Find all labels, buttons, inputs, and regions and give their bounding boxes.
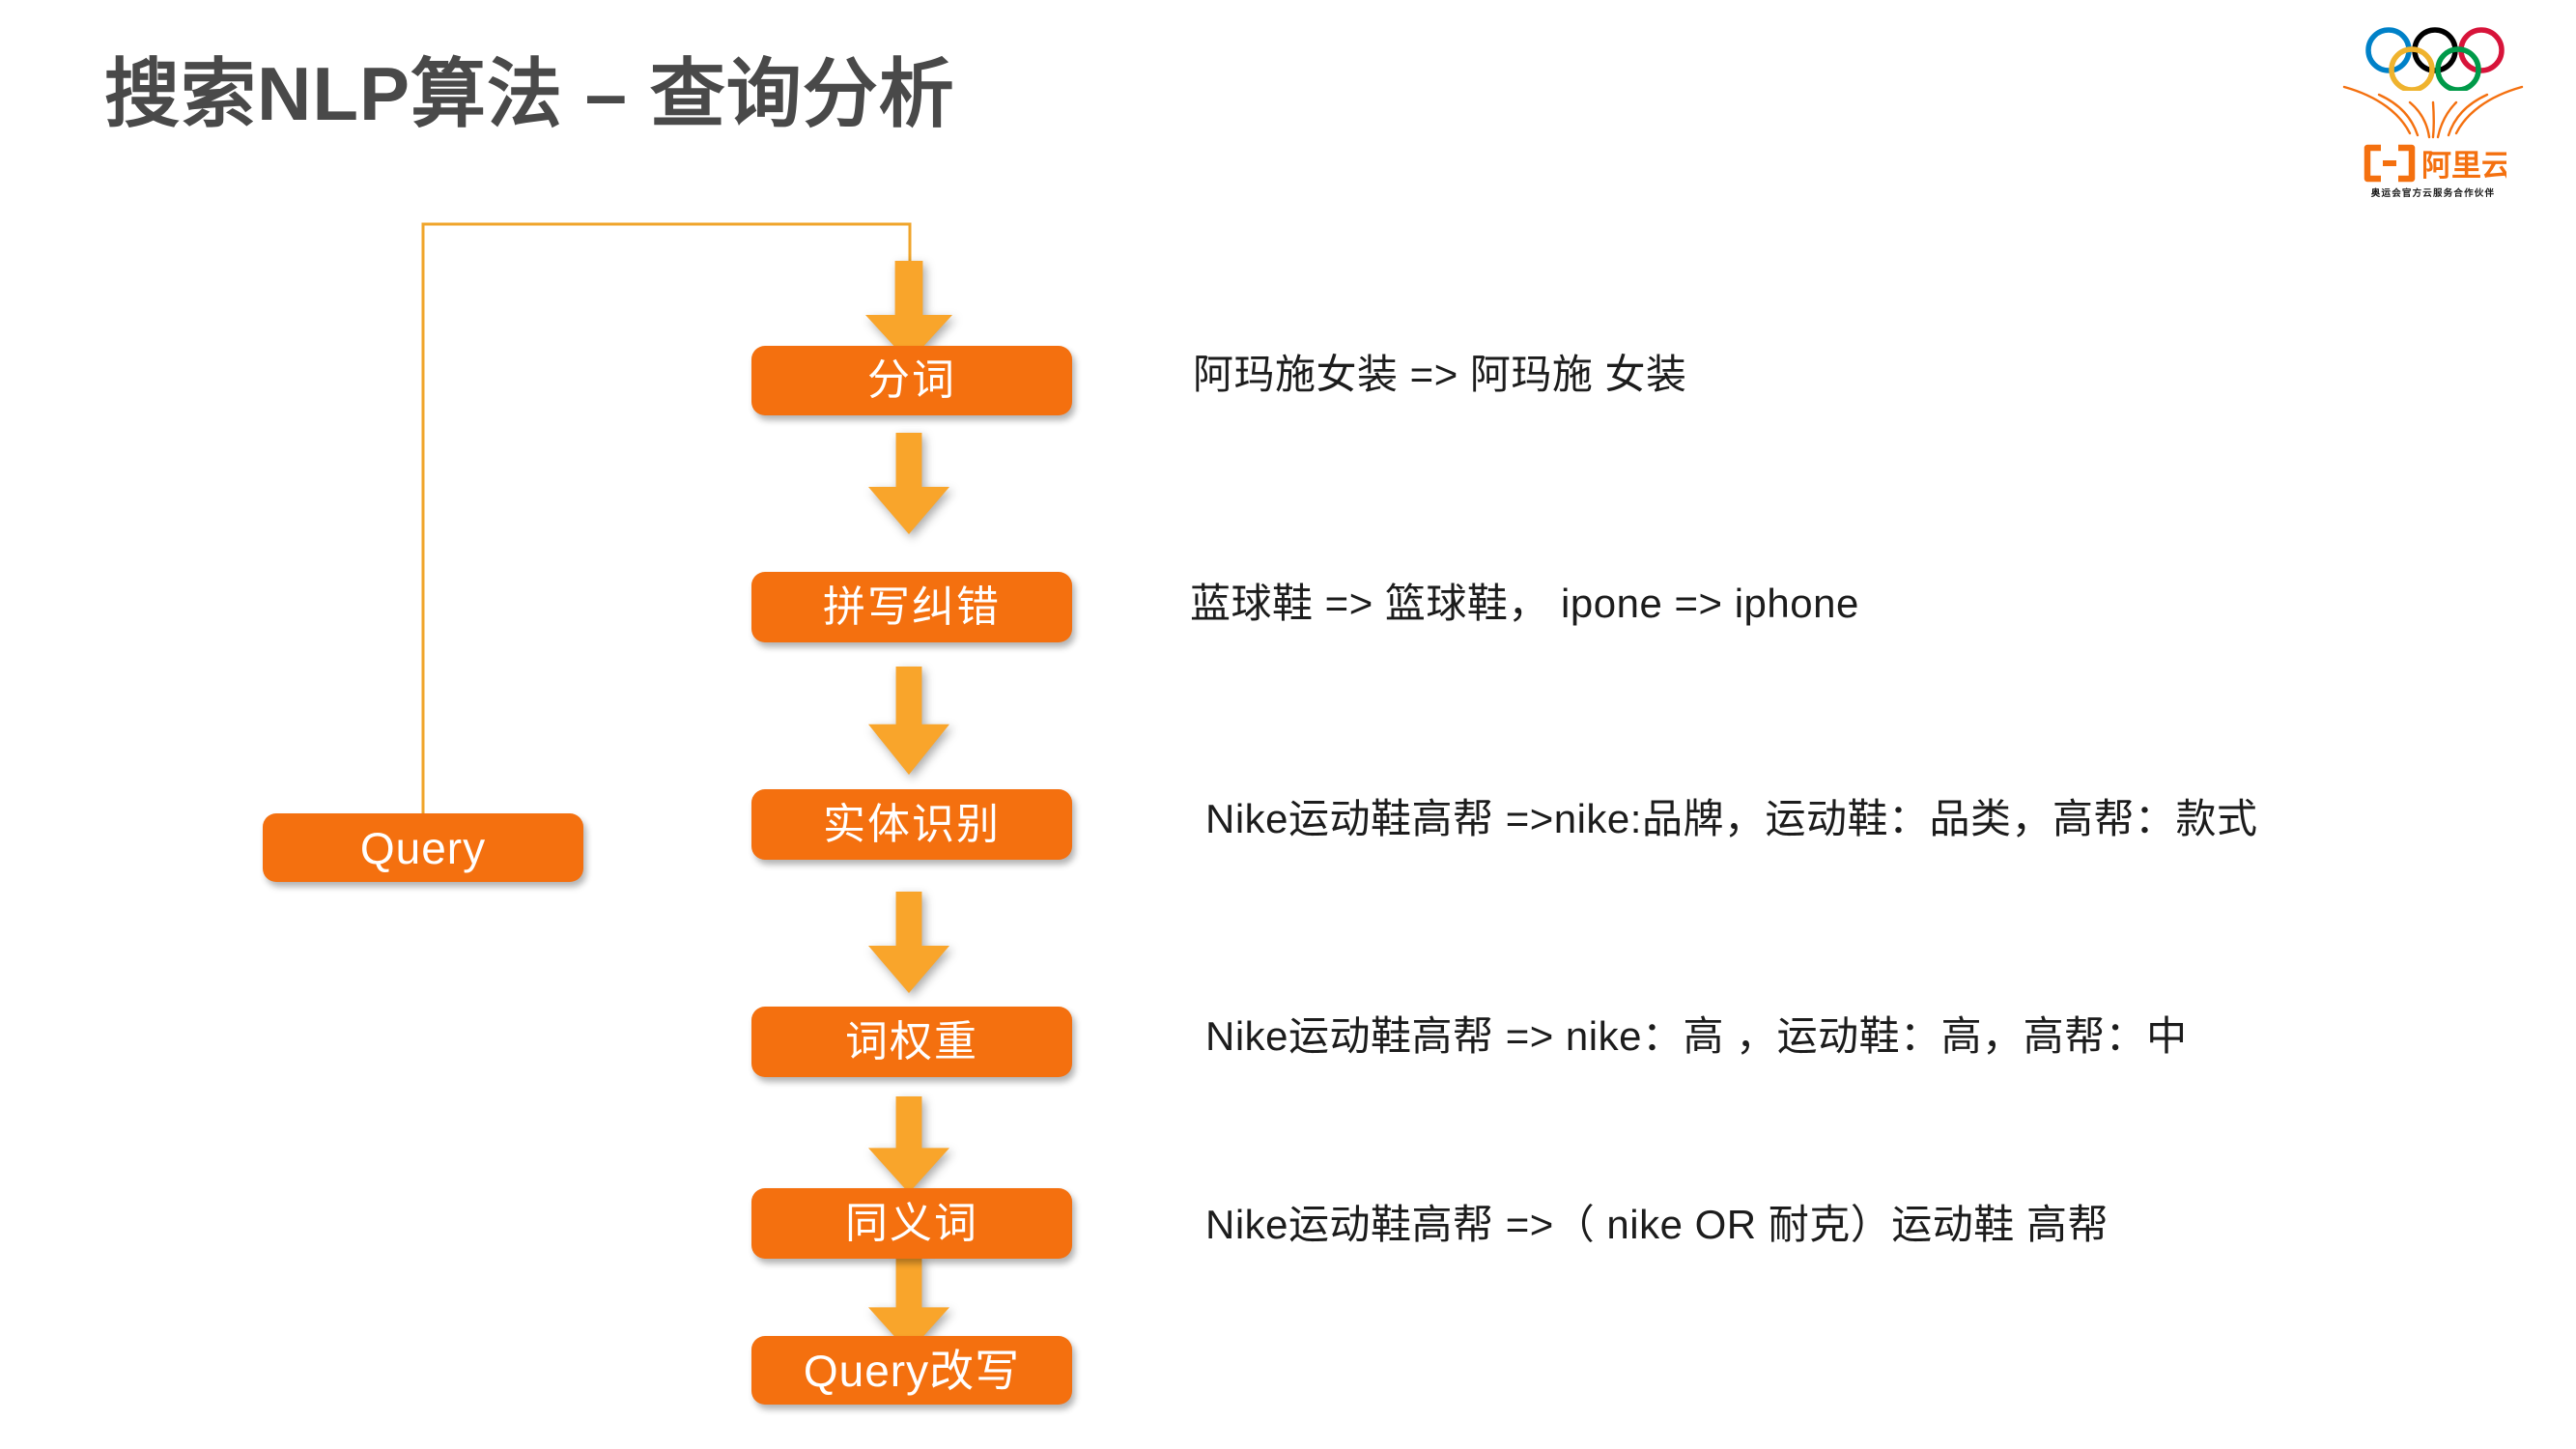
flow-node-label: 拼写纠错 (823, 582, 1001, 631)
flow-node-label: 分词 (867, 356, 956, 404)
query-to-pipeline-connector (421, 222, 912, 819)
flow-node-label: Query改写 (803, 1345, 1021, 1396)
arrow-to-tongyici (868, 1096, 949, 1193)
flow-node-step-5[interactable]: 同义词 (751, 1188, 1072, 1259)
svg-text:阿里云: 阿里云 (2421, 149, 2506, 183)
flow-node-label: 实体识别 (823, 800, 1001, 848)
flow-node-query-input[interactable]: Query (263, 813, 583, 882)
page-title: 搜索NLP算法 – 查询分析 (104, 51, 955, 136)
example-text-step-1: 阿玛施女装 => 阿玛施 女装 (1193, 352, 1687, 397)
arrow-to-fenci (865, 261, 952, 362)
arrow-to-queryrewrite (868, 1256, 949, 1352)
olympic-rings-icon (2365, 27, 2505, 91)
arrow-to-ciquanzhong (868, 892, 949, 993)
arrow-to-shitishibie (868, 667, 949, 775)
flow-node-step-2[interactable]: 拼写纠错 (751, 572, 1072, 642)
brand-tagline: 奥运会官方云服务合作伙伴 (2370, 188, 2496, 199)
flow-node-step-4[interactable]: 词权重 (751, 1007, 1072, 1077)
flow-node-step-3[interactable]: 实体识别 (751, 789, 1072, 860)
example-text-step-4: Nike运动鞋高帮 => nike：高 ，运动鞋：高，高帮：中 (1205, 1013, 2188, 1059)
alibaba-cloud-wordmark-icon: 阿里云 (2364, 144, 2506, 183)
flow-node-label: 词权重 (845, 1017, 978, 1065)
flow-node-step-1[interactable]: 分词 (751, 346, 1072, 415)
flow-node-query[interactable]: Query改写 (751, 1336, 1072, 1405)
example-text-step-2: 蓝球鞋 => 篮球鞋， ipone => iphone (1190, 581, 1859, 626)
flow-node-label: 同义词 (845, 1199, 978, 1247)
arrow-to-pinxiejiucuo (868, 433, 949, 534)
example-text-step-3: Nike运动鞋高帮 =>nike:品牌，运动鞋：品类，高帮：款式 (1205, 796, 2258, 841)
logo-rays-icon (2342, 85, 2524, 139)
brand-logo: 阿里云 奥运会官方云服务合作伙伴 (2336, 19, 2530, 199)
example-text-step-5: Nike运动鞋高帮 =>（ nike OR 耐克）运动鞋 高帮 (1205, 1202, 2109, 1247)
flow-node-label: Query (359, 822, 487, 873)
